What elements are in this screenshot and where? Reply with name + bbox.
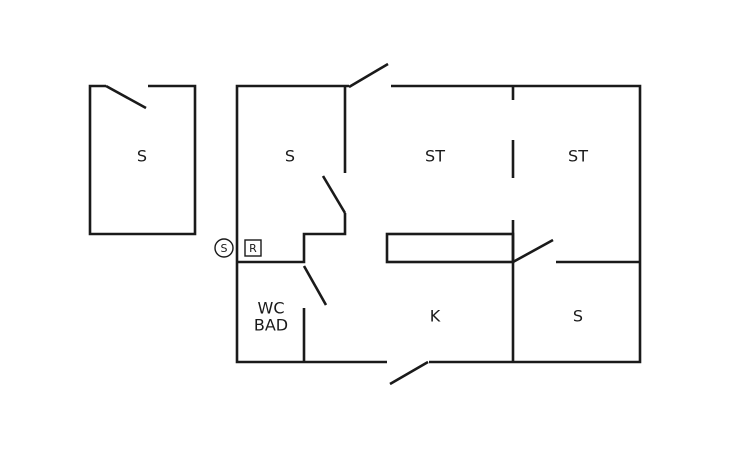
door-bedroom-right bbox=[512, 238, 554, 264]
room-label-living-room-2: ST bbox=[568, 147, 588, 166]
square-symbol-label: R bbox=[249, 242, 257, 255]
circle-symbol-label: S bbox=[221, 242, 228, 255]
door-bathroom bbox=[302, 265, 328, 306]
room-label-bedroom-right: S bbox=[573, 307, 583, 326]
square-symbol: R bbox=[244, 239, 262, 257]
door-bedroom-left bbox=[321, 175, 347, 214]
kitchen-counter bbox=[385, 232, 515, 264]
door-entrance-bottom bbox=[389, 360, 429, 386]
detached-room-walls bbox=[88, 84, 197, 236]
room-label-detached-bedroom: S bbox=[137, 147, 147, 166]
main-house-walls bbox=[235, 84, 642, 364]
door-entrance-top bbox=[348, 62, 389, 89]
door-detached-room bbox=[105, 84, 147, 110]
circle-symbol: S bbox=[214, 238, 234, 258]
room-label-living-room-1: ST bbox=[425, 147, 445, 166]
room-label-bedroom-left: S bbox=[285, 147, 295, 166]
room-label-bathroom-bad: BAD bbox=[254, 316, 288, 335]
room-label-bathroom-wc: WC bbox=[258, 299, 285, 318]
doors bbox=[302, 62, 554, 386]
room-label-kitchen: K bbox=[430, 307, 441, 326]
